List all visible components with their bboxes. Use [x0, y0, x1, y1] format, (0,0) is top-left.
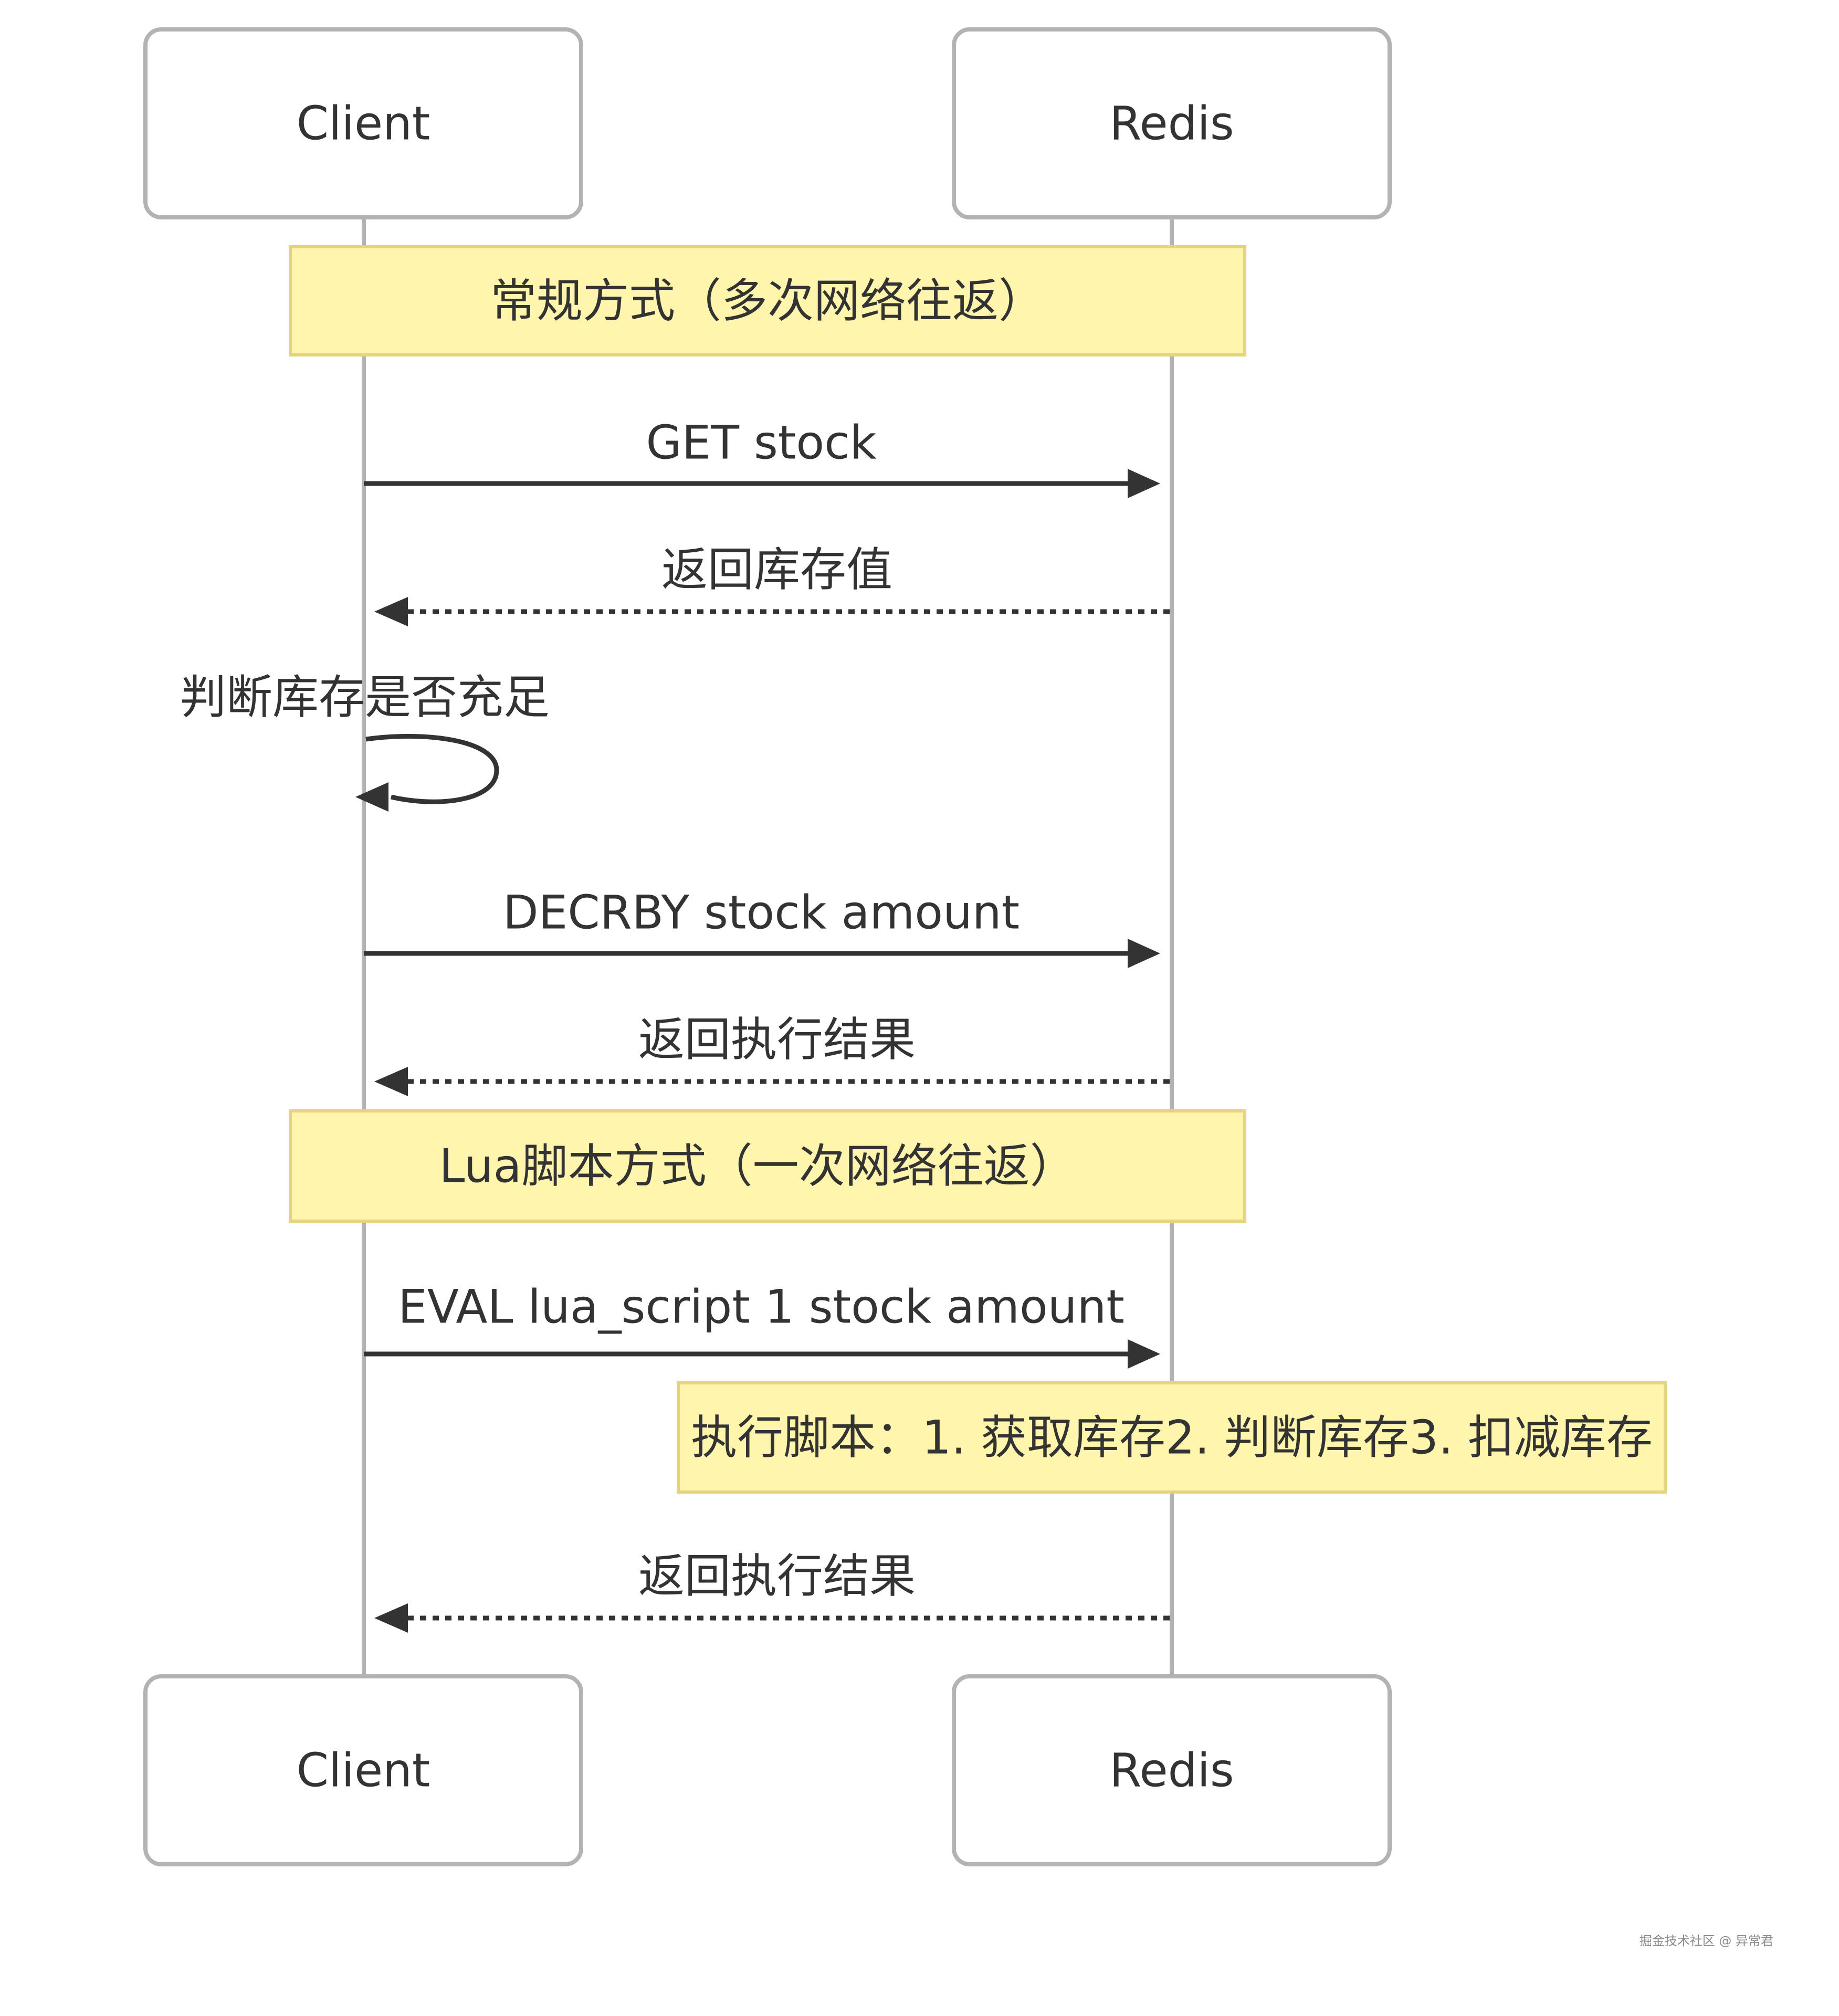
- message-eval-label: EVAL lua_script 1 stock amount: [398, 1280, 1125, 1334]
- message-check-stock-label: 判断库存是否充足: [180, 670, 550, 724]
- message-return-stock-value: 返回库存值: [374, 543, 1170, 626]
- message-return-stock-value-label: 返回库存值: [661, 543, 892, 597]
- message-get-stock: GET stock: [364, 416, 1160, 498]
- actor-redis-bottom: Redis: [952, 1674, 1392, 1866]
- message-check-stock-self: 判断库存是否充足: [180, 670, 550, 812]
- note-exec-script: 执行脚本：1. 获取库存2. 判断库存3. 扣减库存: [677, 1381, 1667, 1494]
- actor-client-top: Client: [143, 27, 583, 219]
- actor-client-top-label: Client: [297, 97, 430, 151]
- note-regular-label: 常规方式（多次网络往返）: [490, 274, 1045, 328]
- message-return-exec-result-2-label: 返回执行结果: [638, 1549, 916, 1603]
- arrowhead-left: [374, 597, 408, 626]
- note-lua-label: Lua脚本方式（一次网络往返）: [439, 1139, 1076, 1193]
- watermark: 掘金技术社区 @ 异常君: [1640, 1934, 1773, 1948]
- arrowhead-left: [374, 1067, 408, 1096]
- actor-redis-top-label: Redis: [1109, 97, 1234, 151]
- note-regular: 常规方式（多次网络往返）: [289, 245, 1246, 356]
- arrowhead-left: [374, 1603, 408, 1633]
- message-return-exec-result-2: 返回执行结果: [374, 1549, 1170, 1633]
- arrowhead-right: [1128, 1339, 1160, 1369]
- note-exec-script-label: 执行脚本：1. 获取库存2. 判断库存3. 扣减库存: [691, 1411, 1653, 1465]
- actor-redis-top: Redis: [952, 27, 1392, 219]
- note-lua: Lua脚本方式（一次网络往返）: [289, 1109, 1246, 1223]
- actor-client-bottom-label: Client: [297, 1744, 430, 1798]
- message-decrby: DECRBY stock amount: [364, 886, 1160, 968]
- message-return-exec-result-1: 返回执行结果: [374, 1013, 1170, 1096]
- arrowhead-self: [355, 782, 388, 812]
- message-eval: EVAL lua_script 1 stock amount: [364, 1280, 1160, 1369]
- arrowhead-right: [1128, 469, 1160, 498]
- arrowhead-right: [1128, 939, 1160, 968]
- actor-redis-bottom-label: Redis: [1109, 1744, 1234, 1798]
- message-return-exec-result-1-label: 返回执行结果: [638, 1013, 916, 1067]
- actor-client-bottom: Client: [143, 1674, 583, 1866]
- message-decrby-label: DECRBY stock amount: [503, 886, 1020, 940]
- message-get-stock-label: GET stock: [646, 416, 876, 470]
